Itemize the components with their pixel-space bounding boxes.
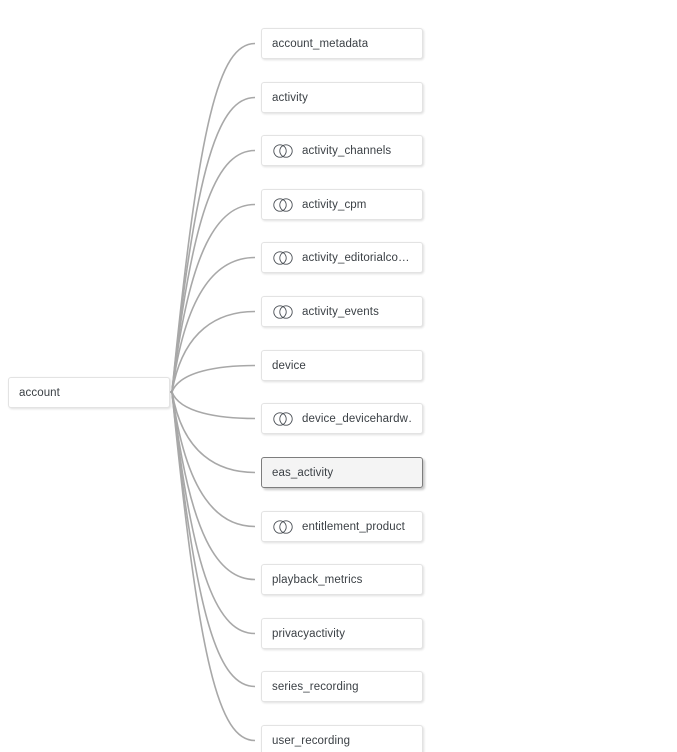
node-label: account — [19, 386, 60, 399]
node-label: account_metadata — [272, 37, 369, 50]
graph-edge-7 — [171, 391, 256, 420]
node-label: activity_editorialco… — [302, 251, 410, 264]
venn-overlap-icon — [273, 250, 293, 265]
graph-node-device_devicehardw[interactable]: device_devicehardw… — [261, 403, 423, 434]
graph-edge-3 — [171, 203, 256, 393]
venn-overlap-icon — [273, 519, 293, 534]
graph-node-activity_channels[interactable]: activity_channels — [261, 135, 423, 166]
graph-node-device[interactable]: device — [261, 350, 423, 381]
node-label: activity — [272, 91, 308, 104]
node-label: series_recording — [272, 680, 359, 693]
graph-node-account_metadata[interactable]: account_metadata — [261, 28, 423, 59]
graph-node-privacyactivity[interactable]: privacyactivity — [261, 618, 423, 649]
graph-node-activity_editorialco[interactable]: activity_editorialco… — [261, 242, 423, 273]
venn-overlap-icon — [273, 411, 293, 426]
node-label: device — [272, 359, 306, 372]
graph-edge-2 — [171, 149, 256, 393]
graph-edge-6 — [171, 364, 256, 393]
graph-edge-9 — [171, 391, 256, 528]
graph-node-eas_activity[interactable]: eas_activity — [261, 457, 423, 488]
graph-node-activity[interactable]: activity — [261, 82, 423, 113]
node-label: device_devicehardw… — [302, 412, 412, 425]
graph-edge-0 — [171, 42, 256, 393]
graph-node-user_recording[interactable]: user_recording — [261, 725, 423, 752]
venn-overlap-icon — [273, 304, 293, 319]
node-label: activity_events — [302, 305, 379, 318]
venn-overlap-icon — [273, 143, 293, 158]
graph-edge-4 — [171, 256, 256, 393]
graph-node-series_recording[interactable]: series_recording — [261, 671, 423, 702]
node-label: playback_metrics — [272, 573, 363, 586]
graph-edge-12 — [171, 391, 256, 688]
node-label: privacyactivity — [272, 627, 346, 640]
graph-edge-13 — [171, 391, 256, 742]
graph-node-root[interactable]: account — [8, 377, 170, 408]
node-label: activity_cpm — [302, 198, 367, 211]
graph-node-activity_cpm[interactable]: activity_cpm — [261, 189, 423, 220]
graph-node-activity_events[interactable]: activity_events — [261, 296, 423, 327]
graph-edge-11 — [171, 391, 256, 635]
node-label: activity_channels — [302, 144, 392, 157]
graph-edge-5 — [171, 310, 256, 393]
graph-node-entitlement_product[interactable]: entitlement_product — [261, 511, 423, 542]
graph-edge-8 — [171, 391, 256, 474]
node-label: entitlement_product — [302, 520, 405, 533]
graph-edge-10 — [171, 391, 256, 581]
venn-overlap-icon — [273, 197, 293, 212]
node-label: user_recording — [272, 734, 351, 747]
graph-node-playback_metrics[interactable]: playback_metrics — [261, 564, 423, 595]
graph-edge-1 — [171, 96, 256, 393]
node-label: eas_activity — [272, 466, 334, 479]
